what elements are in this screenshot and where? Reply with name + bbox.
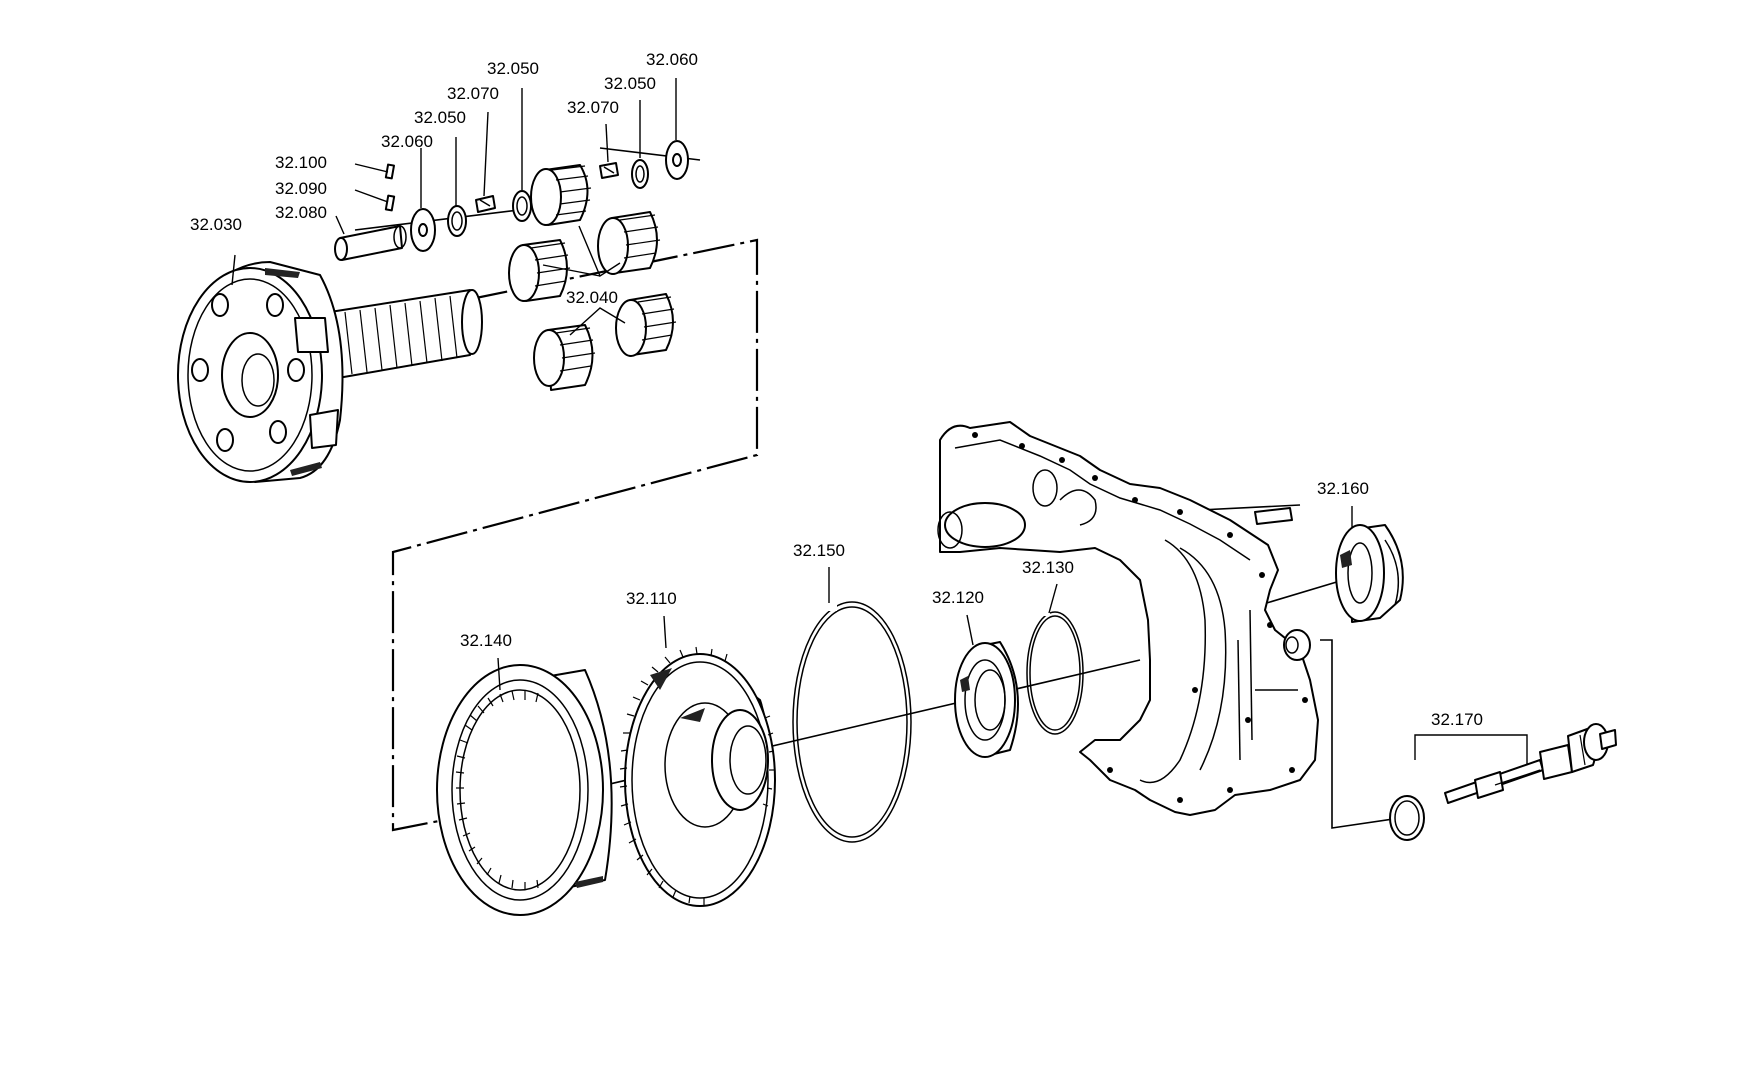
snap-ring-32-150[interactable] xyxy=(792,601,912,843)
o-ring-32-170[interactable] xyxy=(1389,795,1425,841)
planet-gear-5[interactable] xyxy=(533,324,596,391)
part-labels: 32.030 32.100 32.090 32.080 32.060 32.05… xyxy=(190,50,1483,729)
label-32-090: 32.090 xyxy=(275,179,327,198)
leader-lines xyxy=(231,78,1528,765)
label-32-070-a: 32.070 xyxy=(447,84,499,103)
label-32-050-a: 32.050 xyxy=(414,108,466,127)
label-32-120: 32.120 xyxy=(932,588,984,607)
label-32-060-b: 32.060 xyxy=(646,50,698,69)
thrust-washer-32-060-b[interactable] xyxy=(665,140,689,180)
pin-parts-32-090-32-100[interactable] xyxy=(384,163,396,212)
planet-gears-32-040[interactable] xyxy=(508,164,677,391)
bearing-32-120[interactable] xyxy=(954,641,1019,758)
ring-gear-32-140[interactable] xyxy=(436,664,613,916)
speed-sensor-32-170[interactable] xyxy=(1444,723,1617,804)
label-32-160: 32.160 xyxy=(1317,479,1369,498)
planet-gear-2[interactable] xyxy=(597,211,661,275)
label-32-050-c: 32.050 xyxy=(604,74,656,93)
seal-32-160[interactable] xyxy=(1335,524,1404,623)
assembly-alignment-lines xyxy=(354,147,1401,832)
label-32-150: 32.150 xyxy=(793,541,845,560)
planet-gear-1[interactable] xyxy=(530,164,592,226)
label-32-170: 32.170 xyxy=(1431,710,1483,729)
needle-washer-32-050-a[interactable] xyxy=(447,205,467,237)
label-32-110: 32.110 xyxy=(626,589,677,608)
label-32-060-a: 32.060 xyxy=(381,132,433,151)
snap-ring-32-130[interactable] xyxy=(1026,610,1084,735)
thrust-washer-32-060-a[interactable] xyxy=(410,208,436,252)
label-32-040: 32.040 xyxy=(566,288,618,307)
transmission-housing[interactable] xyxy=(937,421,1319,816)
label-32-140: 32.140 xyxy=(460,631,512,650)
label-32-130: 32.130 xyxy=(1022,558,1074,577)
label-32-030: 32.030 xyxy=(190,215,242,234)
label-32-050-b: 32.050 xyxy=(487,59,539,78)
planet-carrier-32-030[interactable] xyxy=(177,261,483,483)
needle-bearing-32-070-b[interactable] xyxy=(599,162,619,179)
planet-gear-3[interactable] xyxy=(508,239,571,302)
needle-washer-32-050-c[interactable] xyxy=(631,159,649,189)
planet-pin-32-080[interactable] xyxy=(334,225,407,261)
needle-bearing-32-070-a[interactable] xyxy=(475,195,496,213)
label-32-080: 32.080 xyxy=(275,203,327,222)
needle-washer-32-050-b[interactable] xyxy=(512,190,532,222)
planet-gear-4[interactable] xyxy=(615,293,677,357)
drive-gear-32-110[interactable] xyxy=(619,646,776,907)
label-32-100: 32.100 xyxy=(275,153,327,172)
label-32-070-b: 32.070 xyxy=(567,98,619,117)
